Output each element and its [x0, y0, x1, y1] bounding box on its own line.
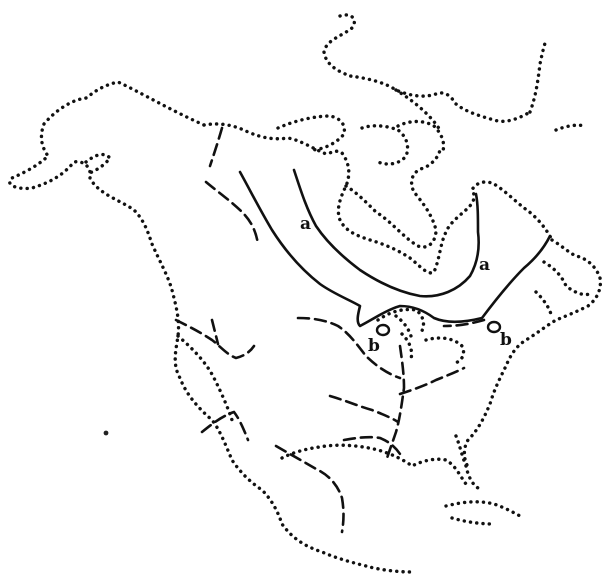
arctic-coastline — [202, 122, 554, 275]
gulf-coastline — [280, 443, 468, 486]
yukon-river — [204, 180, 260, 246]
caribbean-islands — [444, 500, 526, 526]
mississippi-river — [384, 344, 406, 464]
pacific-coastline — [8, 80, 414, 574]
st-lawrence-river — [442, 318, 486, 328]
rio-grande — [274, 444, 345, 534]
atlantic-coastline — [462, 238, 603, 472]
mackenzie-river — [208, 126, 224, 168]
arctic-islands — [276, 13, 588, 166]
ohio-river — [398, 366, 466, 396]
boundary-line-a-inner — [238, 170, 552, 328]
label-b-east: b — [500, 330, 512, 350]
ink-speck — [103, 430, 109, 436]
site-b-west-marker — [375, 323, 391, 337]
label-a-west: a — [300, 214, 311, 234]
alaska-coast-detail — [84, 152, 112, 176]
site-b-east-marker — [486, 320, 502, 334]
boundary-line-a-outer — [292, 168, 481, 298]
maritimes-coastline — [534, 260, 592, 320]
label-b-west: b — [368, 336, 380, 356]
missouri-river — [296, 316, 402, 380]
red-river — [342, 435, 402, 456]
label-a-east: a — [479, 255, 490, 275]
columbia-river — [174, 318, 256, 360]
great-lakes — [376, 307, 466, 366]
colorado-river — [200, 410, 250, 442]
florida-coastline — [454, 434, 480, 490]
baja-coastline — [176, 334, 234, 422]
arkansas-river — [328, 394, 400, 424]
